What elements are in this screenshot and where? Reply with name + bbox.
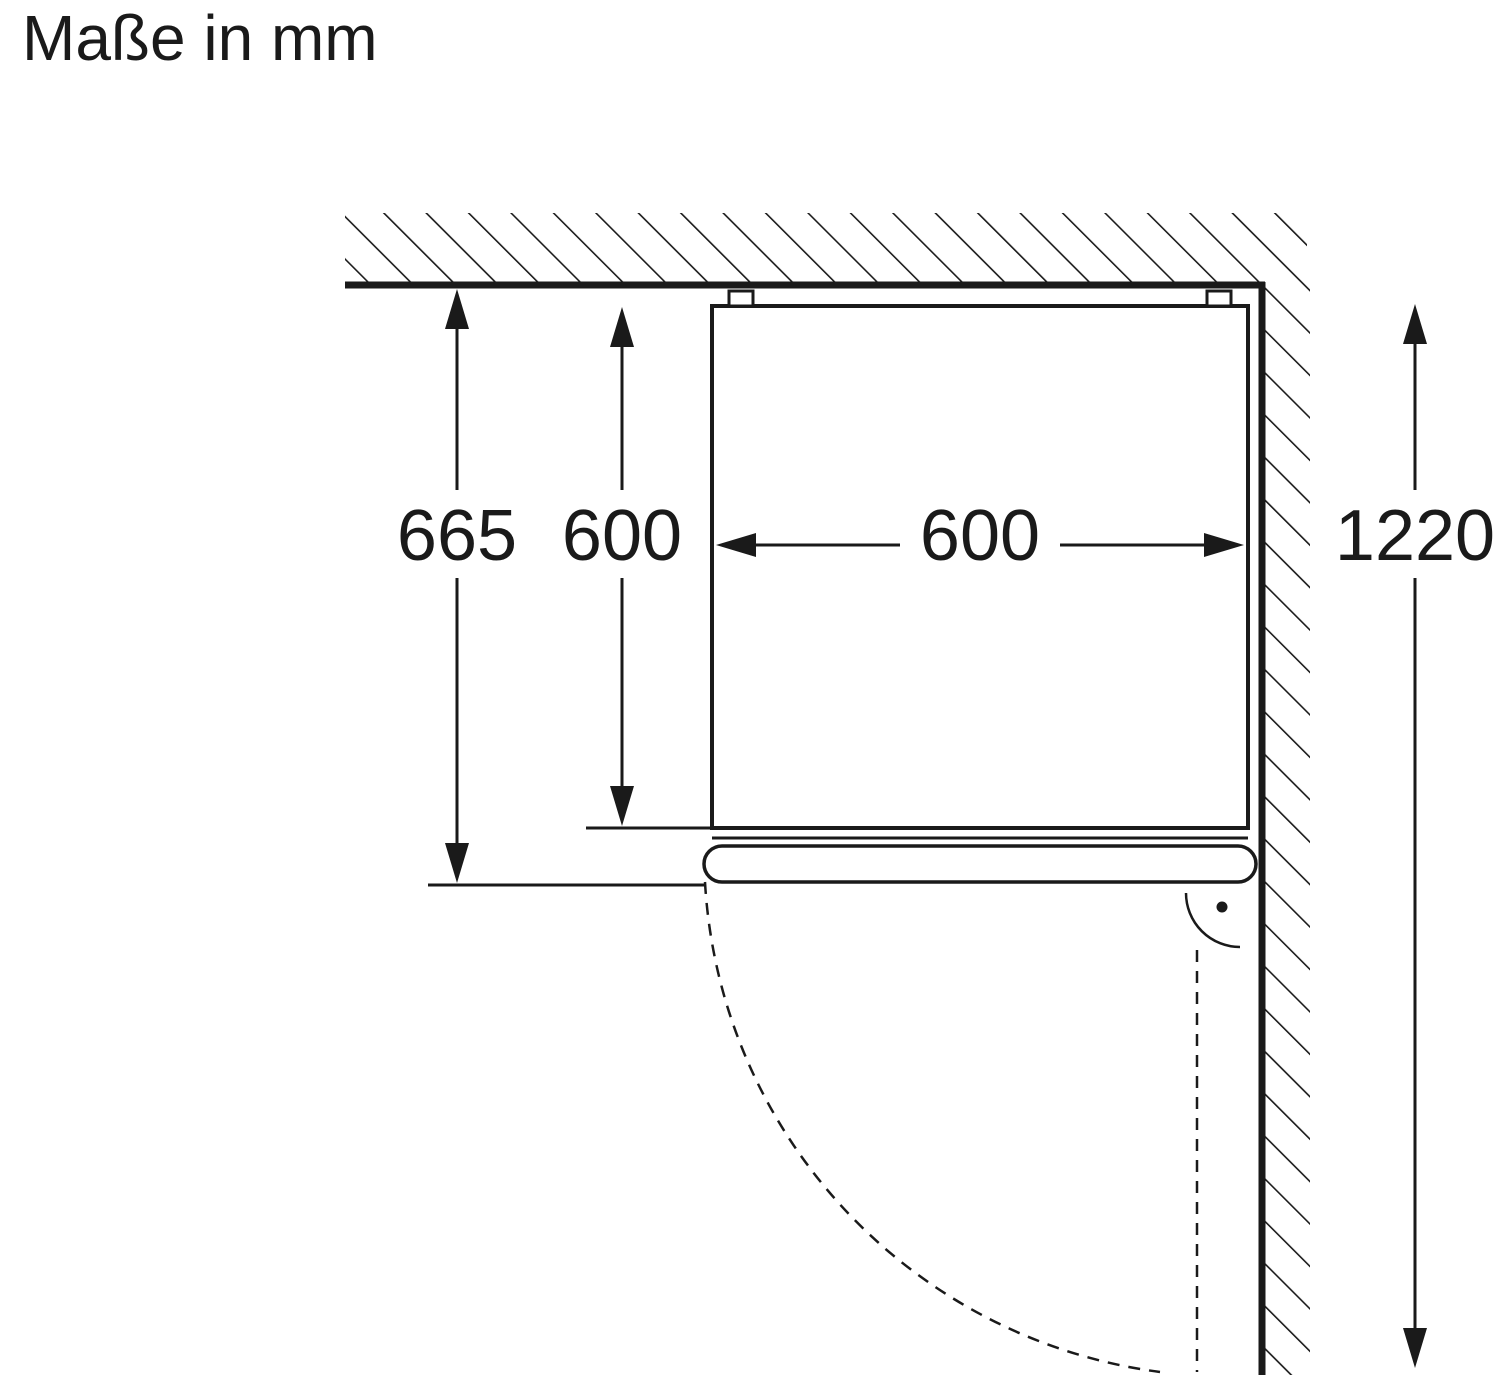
appliance-door [702,844,1258,884]
dim-600v-arrow-up [610,307,634,347]
dimension-665: 665 [397,289,706,887]
left-hinge-block [727,289,755,308]
side-wall-hatching [1265,282,1310,1375]
dim-600h-label: 600 [920,496,1040,576]
dim-600v-arrow-down [610,786,634,826]
dim-665-arrow-down [445,843,469,883]
dimension-600-depth: 600 [562,307,710,830]
dim-600h-arrow-left [716,533,756,557]
door-swing-arc [703,881,1161,1374]
dimension-1220: 1220 [1335,304,1495,1368]
appliance-body [710,304,1250,830]
dim-600v-label: 600 [562,496,682,576]
top-wall-hatching [345,213,1307,282]
dim-1220-label: 1220 [1335,496,1495,576]
dimension-600-width: 600 [716,496,1244,576]
hinge-pivot-dot [1216,901,1228,913]
dim-1220-arrow-up [1403,304,1427,344]
dim-1220-arrow-down [1403,1328,1427,1368]
right-hinge-block [1205,289,1233,308]
page-title: Maße in mm [22,2,378,74]
open-door-corner-arc [1184,892,1241,949]
dim-600h-arrow-right [1204,533,1244,557]
dim-665-label: 665 [397,496,517,576]
dim-665-arrow-up [445,289,469,329]
